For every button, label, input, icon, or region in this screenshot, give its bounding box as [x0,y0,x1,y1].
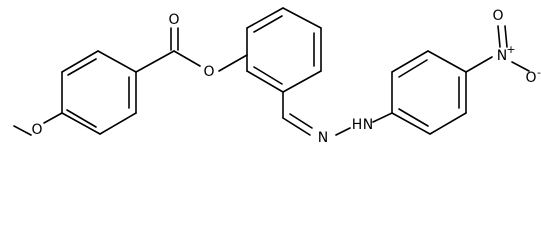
nitrophenyl-ring [391,50,467,135]
nitro-nitrogen-charge: + [506,43,515,56]
methoxy-oxygen-label: O [31,122,42,138]
methoxy-group [13,112,63,136]
hydrazone-linker [282,91,393,136]
structure-canvas: O O O N H N N + O O - [13,7,541,146]
carbonyl-oxygen-label: O [168,12,179,28]
nitro-oxygen-top-label: O [492,8,503,24]
chemical-structure-diagram: O O O N H N N + O O - [13,7,541,146]
amine-nitrogen-label: N [363,117,373,133]
amine-hydrogen-label: H [352,117,363,133]
nitro-nitrogen-label: N [497,48,507,64]
imine-nitrogen-label: N [318,130,328,146]
nitro-oxygen-charge: - [537,66,541,79]
ester-oxygen-label: O [203,64,214,80]
ester-group [135,27,248,73]
nitro-oxygen-bottom-label: O [525,70,536,86]
nitro-group [465,25,530,73]
methoxyphenyl-ring [61,50,137,135]
central-phenyl-ring [246,7,322,93]
